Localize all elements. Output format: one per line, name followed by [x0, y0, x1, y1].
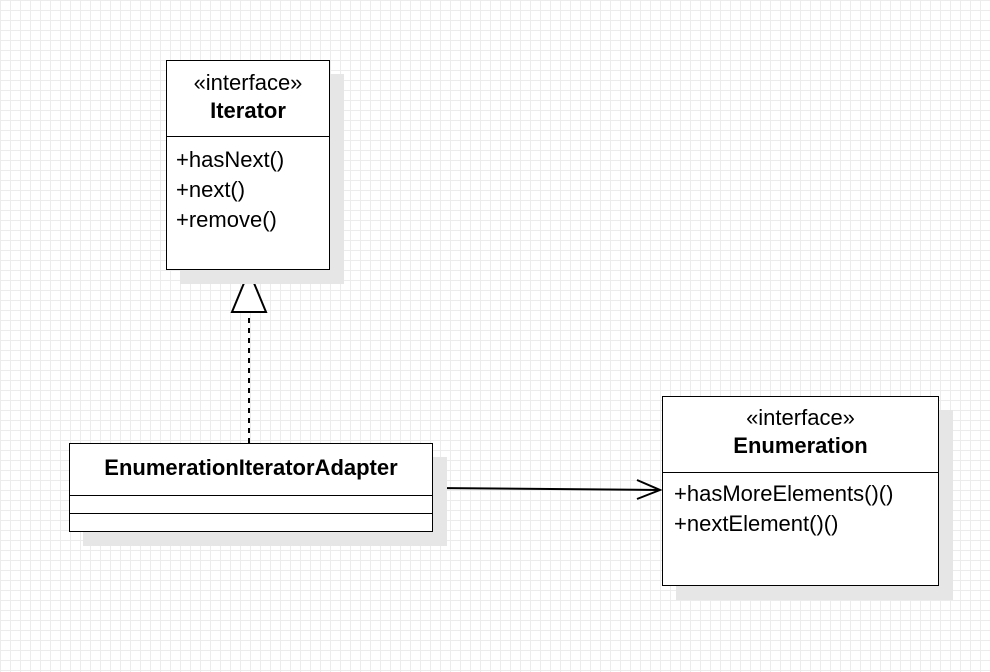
iterator-stereotype: «interface»: [193, 70, 303, 95]
iterator-member: +hasNext(): [176, 147, 285, 172]
adapter-class-name: EnumerationIteratorAdapter: [104, 455, 398, 480]
association-arrow-head: [636, 479, 663, 500]
iterator-interface-box[interactable]: «interface» Iterator +hasNext() +next() …: [166, 60, 330, 270]
enumeration-stereotype: «interface»: [746, 405, 855, 430]
enumeration-member: +hasMoreElements()(): [674, 481, 894, 506]
realization-triangle-head: [230, 268, 268, 313]
enumeration-members: +hasMoreElements()() +nextElement()(): [663, 473, 938, 539]
enumeration-header: «interface» Enumeration: [663, 397, 938, 473]
adapter-attributes-compartment: [70, 496, 432, 514]
adapter-header: EnumerationIteratorAdapter: [70, 444, 432, 496]
iterator-member: +next(): [176, 177, 246, 202]
iterator-member: +remove(): [176, 207, 277, 232]
iterator-members: +hasNext() +next() +remove(): [167, 137, 329, 235]
iterator-class-name: Iterator: [210, 98, 286, 123]
adapter-operations-compartment: [70, 514, 432, 532]
enumeration-interface-box[interactable]: «interface» Enumeration +hasMoreElements…: [662, 396, 939, 586]
adapter-class-box[interactable]: EnumerationIteratorAdapter: [69, 443, 433, 532]
iterator-header: «interface» Iterator: [167, 61, 329, 137]
association-line: [432, 487, 661, 491]
enumeration-member: +nextElement()(): [674, 511, 839, 536]
enumeration-class-name: Enumeration: [733, 433, 868, 458]
